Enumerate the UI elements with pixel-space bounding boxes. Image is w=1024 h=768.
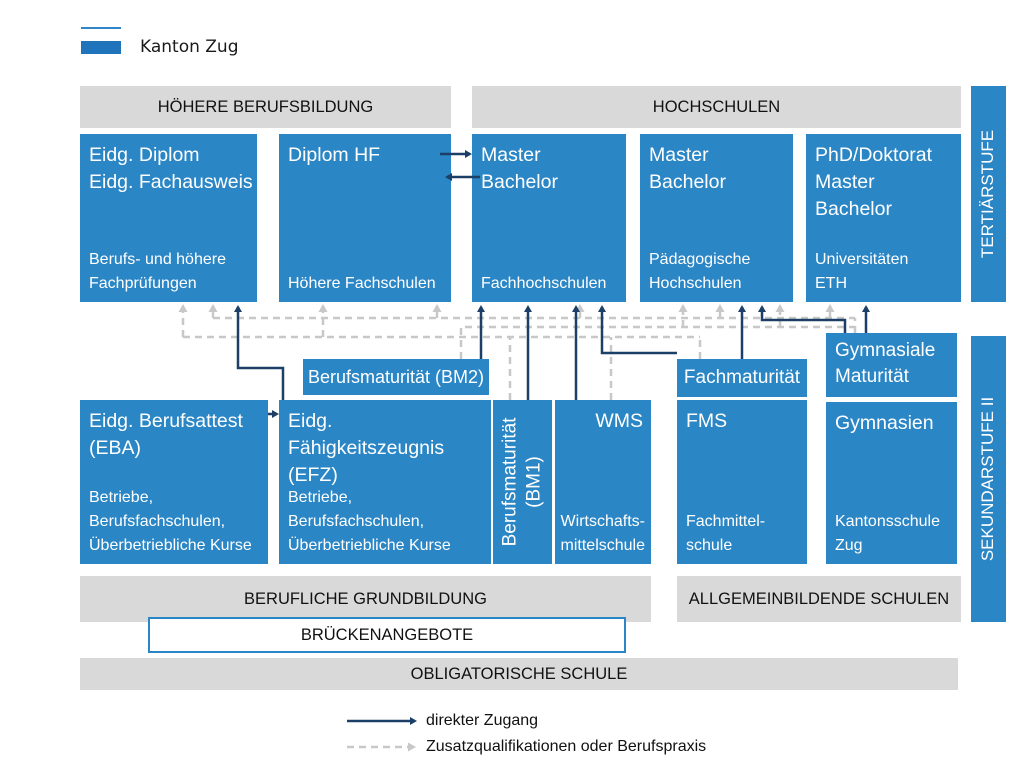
box-fms: FMS Fachmittel- schule [677, 400, 807, 564]
box-paedagogische-hochschulen: Master Bachelor Pädagogische Hochschulen [640, 134, 793, 302]
header-berufliche-grundbildung: BERUFLICHE GRUNDBILDUNG [80, 576, 651, 622]
box-gymnasien: Gymnasien Kantonsschule Zug [826, 402, 957, 564]
box-fms-sub: Fachmittel- schule [686, 513, 766, 554]
logo-bar [81, 41, 121, 54]
box-fachhochschulen-sub: Fachhochschulen [481, 275, 607, 292]
box-eba-sub: Betriebe, Berufsfachschulen, Überbetrieb… [89, 489, 252, 554]
box-eidg-diplom: Eidg. Diplom Eidg. Fachausweis Berufs- u… [80, 134, 257, 302]
box-diplom-hf-sub: Höhere Fachschulen [288, 275, 436, 292]
box-gymnasien-title: Gymnasien [835, 412, 934, 434]
box-fachhochschulen-title: Master Bachelor [481, 144, 558, 193]
side-label-sekundarstufe: SEKUNDARSTUFE II [971, 336, 1006, 622]
box-gymnasien-sub: Kantonsschule Zug [835, 513, 940, 554]
arrow-efz-to-eidg [234, 305, 285, 400]
box-eba: Eidg. Berufsattest (EBA) Betriebe, Beruf… [80, 400, 268, 564]
arrow-fachmat-to-fh [598, 305, 677, 355]
box-gymnasiale-maturitaet-title: Gymnasiale Maturität [835, 340, 936, 387]
box-gymnasiale-maturitaet: Gymnasiale Maturität [826, 333, 957, 397]
box-paedagogische-hochschulen-sub: Pädagogische Hochschulen [649, 251, 751, 292]
logo-line [81, 27, 121, 29]
box-fms-title: FMS [686, 410, 728, 432]
header-allgemeinbildende-schulen: ALLGEMEINBILDENDE SCHULEN [677, 576, 961, 622]
box-diplom-hf-title: Diplom HF [288, 144, 381, 166]
box-fachhochschulen: Master Bachelor Fachhochschulen [472, 134, 626, 302]
box-universitaeten-sub: Universitäten ETH [815, 251, 909, 292]
legend-direct-label: direkter Zugang [426, 712, 539, 729]
dashed-line-bm2 [459, 325, 855, 359]
box-universitaeten-title: PhD/Doktorat Master Bachelor [815, 144, 933, 220]
box-efz-title: Eidg. Fähigkeitszeugnis (EFZ) [288, 410, 445, 486]
box-paedagogische-hochschulen-title: Master Bachelor [649, 144, 726, 193]
box-efz-sub: Betriebe, Berufsfachschulen, Überbetrieb… [288, 489, 451, 554]
box-eidg-diplom-sub: Berufs- und höhere Fachprüfungen [89, 251, 226, 292]
box-eba-title: Eidg. Berufsattest (EBA) [89, 410, 243, 459]
header-obligatorische-schule: OBLIGATORISCHE SCHULE [80, 658, 958, 690]
box-eidg-diplom-title: Eidg. Diplom Eidg. Fachausweis [89, 144, 253, 193]
box-brueckenangebote: BRÜCKENANGEBOTE [148, 617, 626, 653]
box-bm2: Berufsmaturität (BM2) [303, 359, 489, 395]
logo-text: Kanton Zug [140, 37, 239, 57]
arrow-gym-to-ph [758, 305, 847, 333]
box-bm1: Berufsmaturität (BM1) [493, 400, 552, 564]
legend-additional-label: Zusatzqualifikationen oder Berufspraxis [426, 738, 707, 755]
box-fachmaturitaet: Fachmaturität [677, 359, 807, 397]
box-universitaeten: PhD/Doktorat Master Bachelor Universität… [806, 134, 961, 302]
box-wms-sub: Wirtschafts- mittelschule [560, 513, 645, 554]
header-hochschulen: HOCHSCHULEN [472, 86, 961, 128]
side-label-tertiaerstufe: TERTIÄRSTUFE [971, 86, 1006, 302]
box-efz: Eidg. Fähigkeitszeugnis (EFZ) Betriebe, … [279, 400, 491, 564]
box-wms-title: WMS [595, 410, 643, 432]
box-wms: WMS Wirtschafts- mittelschule [555, 400, 651, 564]
box-diplom-hf: Diplom HF Höhere Fachschulen [279, 134, 451, 302]
header-hoehere-berufsbildung: HÖHERE BERUFSBILDUNG [80, 86, 451, 128]
